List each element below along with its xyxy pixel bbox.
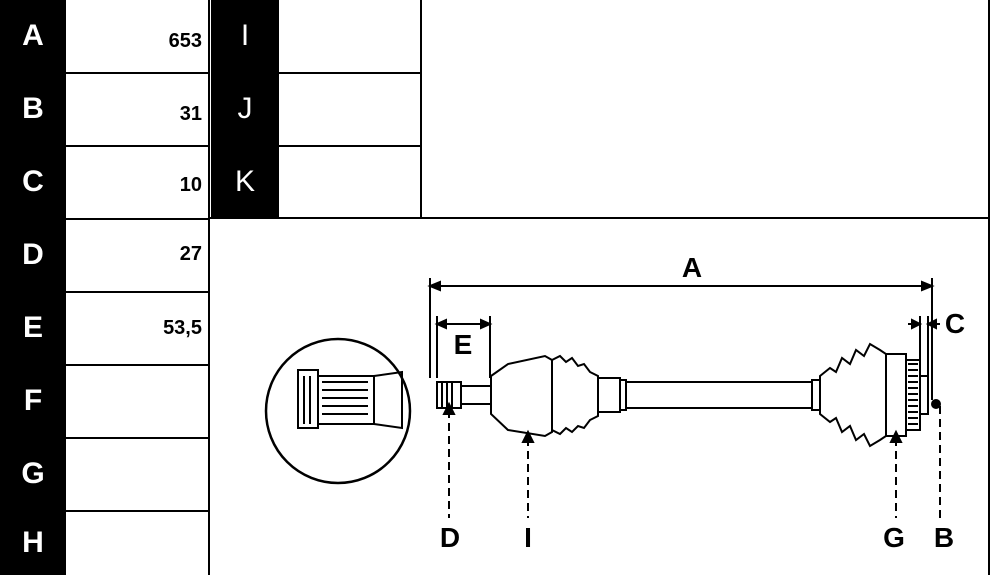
diagram-label-d: D <box>440 522 460 553</box>
divider-vertical-right <box>988 0 990 575</box>
divider-row-1 <box>66 72 208 74</box>
divider-row-ij <box>279 72 420 74</box>
label-k: K <box>234 164 255 198</box>
value-a: 653 <box>168 30 202 52</box>
label-cell-j: J <box>211 72 279 145</box>
value-d: 27 <box>179 243 202 265</box>
value-b: 31 <box>179 103 202 125</box>
divider-row-5 <box>66 364 208 366</box>
label-h: H <box>22 525 44 559</box>
label-cell-h: H <box>0 510 66 575</box>
divider-row-3 <box>66 218 208 220</box>
divider-diagram-top <box>208 217 990 219</box>
leader-i <box>521 429 535 518</box>
label-b: B <box>22 91 44 125</box>
divider-row-6 <box>66 437 208 439</box>
label-c: C <box>22 164 44 198</box>
label-cell-a: A <box>0 0 66 72</box>
divider-row-4 <box>66 291 208 293</box>
label-a: A <box>22 19 44 52</box>
label-d: D <box>22 237 44 271</box>
diagram-label-a: A <box>682 252 702 283</box>
divider-row-jk <box>279 145 420 147</box>
label-cell-f: F <box>0 364 66 437</box>
diagram-label-e: E <box>454 329 473 360</box>
label-j: J <box>237 91 253 125</box>
label-cell-c: C <box>0 145 66 218</box>
drive-shaft <box>436 342 929 448</box>
label-cell-e: E <box>0 291 66 364</box>
divider-vertical-middle <box>420 0 422 218</box>
label-i: I <box>240 19 250 52</box>
diagram-label-b: B <box>934 522 954 553</box>
label-cell-i: I <box>211 0 279 72</box>
label-g: G <box>21 456 45 490</box>
divider-row-2 <box>66 145 208 147</box>
dimension-a-line <box>427 278 935 400</box>
leader-b <box>931 399 941 518</box>
diagram-label-i: I <box>524 522 532 553</box>
label-cell-d: D <box>0 218 66 291</box>
label-cell-b: B <box>0 72 66 145</box>
leader-d <box>442 401 456 518</box>
divider-vertical-left <box>208 0 210 575</box>
value-e: 53,5 <box>163 317 202 339</box>
dimension-e-line <box>434 316 493 378</box>
label-cell-k: K <box>211 145 279 218</box>
value-c: 10 <box>179 174 202 196</box>
spline-detail-inset <box>264 337 412 485</box>
label-e: E <box>22 310 43 344</box>
label-f: F <box>23 383 43 417</box>
diagram-label-g: G <box>883 522 905 553</box>
diagram-label-c: C <box>945 308 965 339</box>
leader-g <box>889 429 903 518</box>
dimension-c-line <box>908 316 940 376</box>
label-cell-g: G <box>0 437 66 510</box>
divider-row-7 <box>66 510 208 512</box>
